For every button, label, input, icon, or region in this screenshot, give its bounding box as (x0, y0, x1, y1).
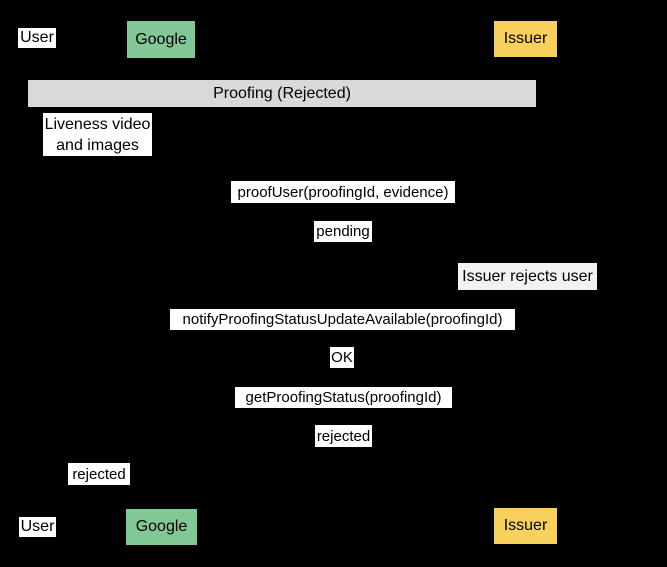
message-pending: pending (314, 221, 372, 242)
message-rejected-to-google: rejected (315, 425, 372, 447)
message-notify-proofing-status: notifyProofingStatusUpdateAvailable(proo… (170, 309, 515, 330)
message-proof-user: proofUser(proofingId, evidence) (231, 181, 455, 203)
message-get-proofing-status: getProofingStatus(proofingId) (235, 387, 452, 408)
actor-user-top-label: User (18, 28, 56, 48)
actor-google-top-box: Google (127, 21, 195, 58)
message-ok: OK (330, 347, 354, 368)
message-rejected-to-user: rejected (68, 463, 130, 485)
actor-issuer-bottom-box: Issuer (494, 508, 557, 544)
actor-issuer-top-box: Issuer (494, 21, 557, 57)
note-issuer-rejects: Issuer rejects user (458, 263, 597, 290)
actor-user-bottom-label: User (19, 517, 56, 537)
note-liveness: Liveness video and images (43, 113, 152, 156)
actor-google-bottom-box: Google (126, 509, 197, 545)
note-liveness-line1: Liveness video (44, 115, 151, 133)
fragment-header: Proofing (Rejected) (28, 80, 536, 107)
note-liveness-line2: and images (56, 136, 139, 154)
